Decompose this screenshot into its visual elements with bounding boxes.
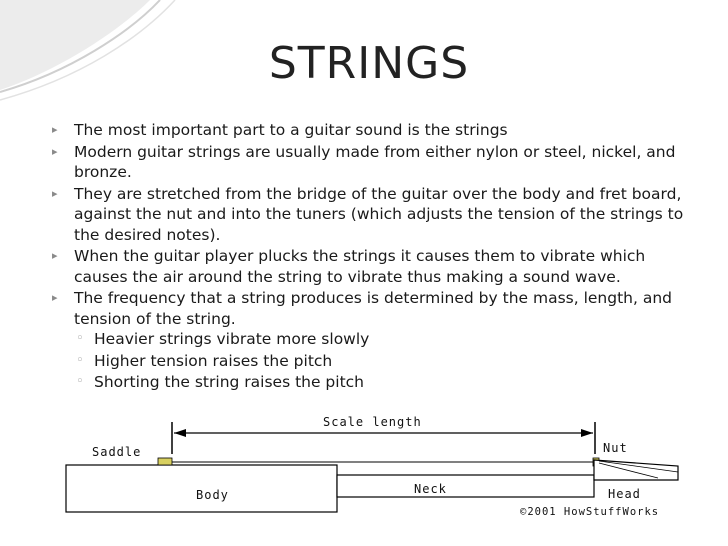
bullet-text: Modern guitar strings are usually made f… — [74, 142, 676, 182]
head-label: Head — [608, 487, 641, 501]
bullet-text: They are stretched from the bridge of th… — [74, 184, 684, 244]
guitar-head — [593, 459, 679, 481]
bullet-item: ▸ Modern guitar strings are usually made … — [52, 142, 702, 183]
bullet-arrow-icon: ▸ — [52, 291, 58, 304]
circle-bullet-icon: ◦ — [76, 352, 84, 368]
bullet-item: ▸ The most important part to a guitar sou… — [52, 120, 702, 141]
arrow-right-icon — [581, 429, 593, 437]
head-string-line-2 — [598, 462, 659, 479]
sub-bullet-item: ◦ Heavier strings vibrate more slowly — [74, 329, 702, 350]
body-label: Body — [196, 488, 229, 502]
arrow-left-icon — [174, 429, 186, 437]
bullet-text: The frequency that a string produces is … — [74, 289, 673, 328]
slide-title: STRINGS — [268, 38, 470, 89]
guitar-neck — [336, 474, 595, 498]
sub-bullet-item: ◦ Higher tension raises the pitch — [74, 351, 702, 372]
bullet-list: ▸ The most important part to a guitar sou… — [52, 120, 702, 394]
saddle-label: Saddle — [92, 445, 141, 459]
sub-bullet-list: ◦ Heavier strings vibrate more slowly ◦ Hi… — [74, 329, 702, 393]
circle-bullet-icon: ◦ — [76, 374, 84, 389]
credit-text: ©2001 HowStuffWorks — [520, 506, 659, 518]
bullet-text: The most important part to a guitar soun… — [74, 121, 508, 139]
sub-bullet-item: ◦ Shorting the string raises the pitch — [74, 372, 702, 393]
head-string-line — [598, 460, 679, 473]
circle-bullet-icon: ◦ — [76, 331, 84, 346]
bullet-arrow-icon: ▸ — [52, 186, 58, 200]
bullet-item: ▸ The frequency that a string produces is… — [52, 288, 702, 393]
bullet-text: When the guitar player plucks the string… — [74, 247, 646, 286]
nut-label: Nut — [603, 441, 628, 455]
bullet-arrow-icon: ▸ — [52, 144, 58, 158]
bullet-arrow-icon: ▸ — [52, 249, 58, 262]
saddle-piece — [157, 457, 173, 466]
sub-bullet-text: Higher tension raises the pitch — [94, 351, 333, 370]
bullet-item: ▸ They are stretched from the bridge of t… — [52, 184, 702, 246]
sub-bullet-text: Shorting the string raises the pitch — [94, 373, 365, 391]
scale-length-label: Scale length — [323, 415, 422, 429]
bullet-item: ▸ When the guitar player plucks the strin… — [52, 246, 702, 287]
bullet-arrow-icon: ▸ — [52, 123, 58, 136]
neck-label: Neck — [414, 482, 447, 496]
sub-bullet-text: Heavier strings vibrate more slowly — [94, 330, 370, 348]
guitar-body — [65, 464, 338, 513]
guitar-string-diagram: Scale length Saddle Nut Body Neck Head ©… — [65, 415, 679, 518]
